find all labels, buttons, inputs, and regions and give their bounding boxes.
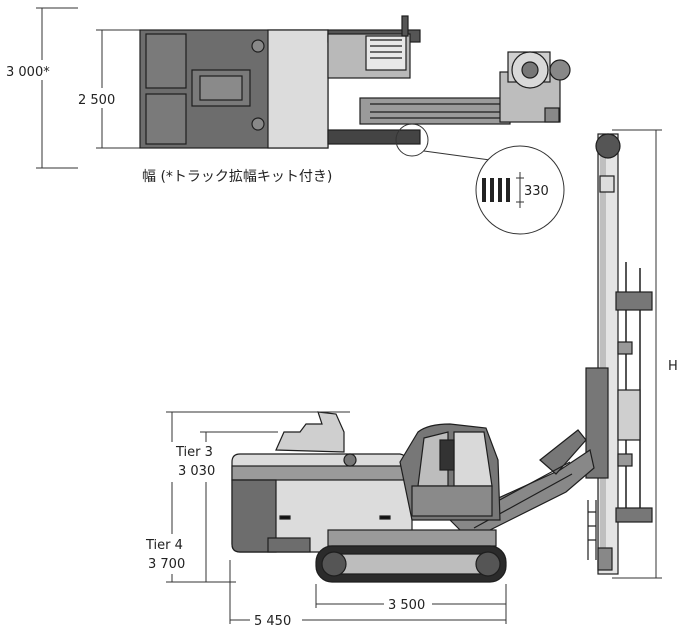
side-machine-body [231,411,507,583]
drill-mast [585,133,653,575]
width-with-kit-label: 3 000* [6,65,50,80]
side-view: H [140,129,680,628]
top-view-width-dimensions [36,7,140,169]
tier4-value: 3 700 [148,557,185,572]
width-caption: 幅 (*トラック拡幅キット付き) [142,169,332,185]
tier3-label: Tier 3 [175,445,213,460]
top-view: 3 000* 2 500 [4,7,571,235]
track-shoe-detail [482,172,524,208]
width-standard-label: 2 500 [78,93,115,108]
height-label: H [668,359,678,374]
track-detail-callout [395,123,565,235]
tier4-label: Tier 4 [145,538,183,553]
tier3-value: 3 030 [178,464,215,479]
track-shoe-width-label: 330 [524,184,549,199]
top-view-machine [139,15,571,149]
height-dimension [612,129,662,579]
overall-length-label: 5 450 [254,614,291,628]
track-length-label: 3 500 [388,598,425,613]
